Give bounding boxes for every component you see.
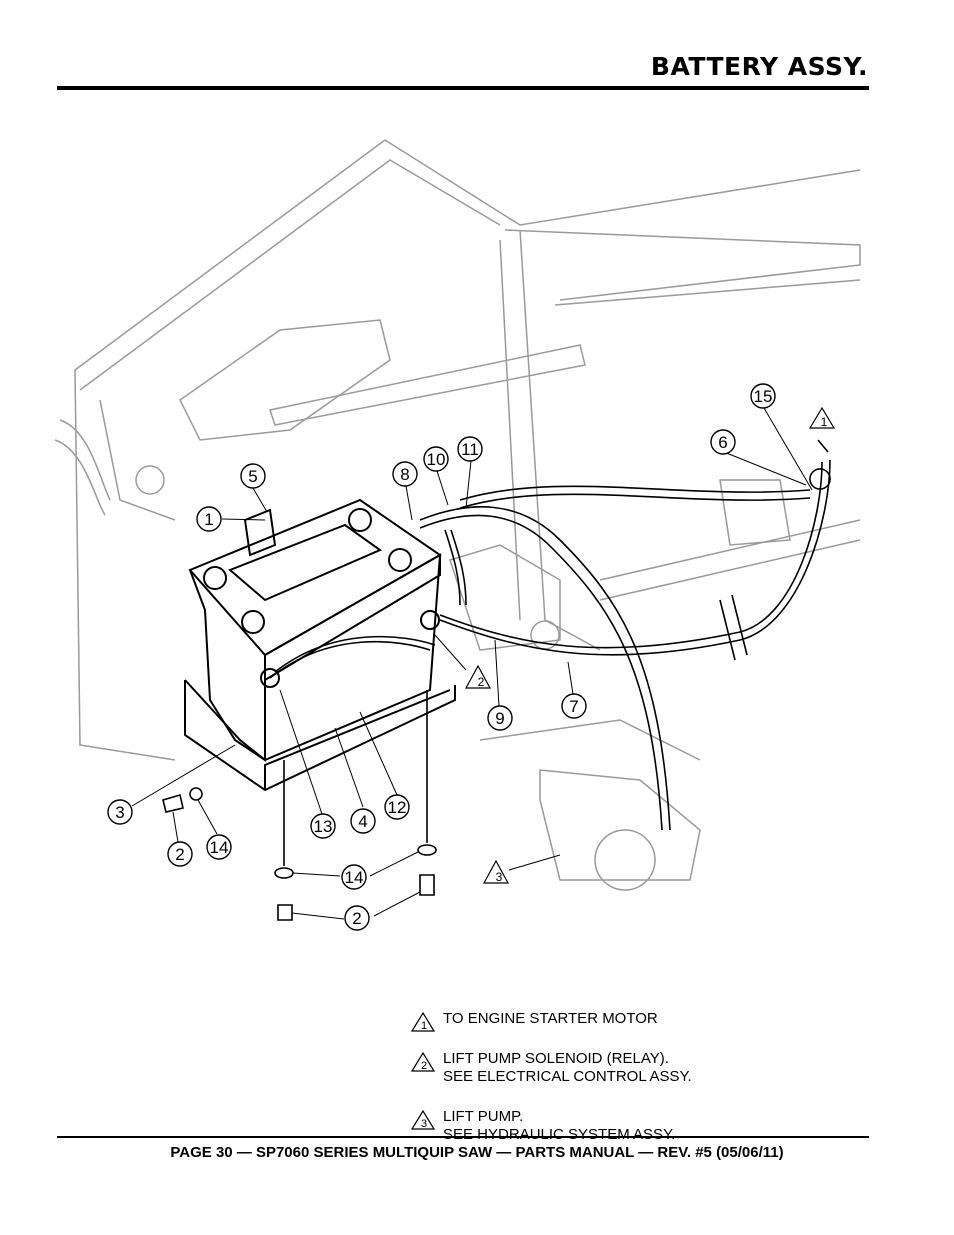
note-2: 2 LIFT PUMP SOLENOID (RELAY). SEE ELECTR… bbox=[411, 1050, 871, 1086]
callout-1 bbox=[196, 506, 222, 532]
callout-label: 1 bbox=[204, 510, 213, 529]
callout-label: 2 bbox=[175, 845, 184, 864]
callout-8 bbox=[392, 461, 418, 487]
flag-triangle-2 bbox=[464, 664, 492, 689]
note-text: TO ENGINE STARTER MOTOR bbox=[443, 1010, 658, 1027]
svg-text:3: 3 bbox=[421, 1118, 427, 1130]
callout-3 bbox=[107, 799, 133, 825]
flag-triangle-1 bbox=[808, 406, 836, 429]
flag-label-2: 2 bbox=[478, 675, 485, 689]
flag-label-3: 3 bbox=[496, 870, 503, 884]
note-text-line2: SEE HYDRAULIC SYSTEM ASSY. bbox=[443, 1126, 676, 1143]
note-triangle-icon: 2 bbox=[411, 1052, 435, 1072]
callout-label: 14 bbox=[345, 868, 364, 887]
battery bbox=[188, 498, 442, 762]
note-3: 3 LIFT PUMP. SEE HYDRAULIC SYSTEM ASSY. bbox=[411, 1108, 871, 1144]
callout-2b bbox=[344, 905, 370, 931]
battery-cables bbox=[269, 439, 831, 831]
page-footer: PAGE 30 — SP7060 SERIES MULTIQUIP SAW — … bbox=[170, 1144, 784, 1161]
callout-15 bbox=[750, 383, 776, 409]
callout-label: 5 bbox=[248, 467, 257, 486]
callout-7 bbox=[561, 693, 587, 719]
callout-label: 6 bbox=[718, 433, 727, 452]
callout-label: 14 bbox=[210, 838, 229, 857]
callout-5 bbox=[240, 463, 266, 489]
callout-label: 9 bbox=[495, 709, 504, 728]
callout-11 bbox=[457, 436, 483, 462]
header-rule bbox=[57, 86, 869, 90]
callout-10 bbox=[423, 446, 449, 472]
callout-label: 7 bbox=[569, 697, 578, 716]
note-1: 1 TO ENGINE STARTER MOTOR bbox=[411, 1010, 871, 1032]
callout-label: 12 bbox=[388, 798, 407, 817]
leader-lines bbox=[131, 407, 813, 920]
battery-tray bbox=[184, 679, 456, 792]
callout-14b bbox=[341, 864, 367, 890]
callout-2a bbox=[167, 841, 193, 867]
callout-label: 3 bbox=[115, 803, 124, 822]
note-text-line2: SEE ELECTRICAL CONTROL ASSY. bbox=[443, 1068, 692, 1085]
hardware-bolts bbox=[162, 690, 437, 921]
flag-triangles bbox=[464, 406, 836, 884]
callout-label: 2 bbox=[352, 909, 361, 928]
callout-9 bbox=[487, 705, 513, 731]
callout-2-hidden: 2 bbox=[0, 0, 1, 1]
callout-12 bbox=[384, 794, 410, 820]
callout-14a bbox=[206, 834, 232, 860]
callout-13 bbox=[310, 813, 336, 839]
flag-triangle-3 bbox=[482, 859, 510, 884]
footer-rule bbox=[57, 1136, 869, 1138]
callout-4 bbox=[350, 808, 376, 834]
svg-text:2: 2 bbox=[421, 1060, 427, 1072]
note-triangle-icon: 1 bbox=[411, 1012, 435, 1032]
svg-text:1: 1 bbox=[421, 1020, 427, 1032]
callout-label: 4 bbox=[358, 812, 367, 831]
callout-label: 15 bbox=[754, 387, 773, 406]
saw-frame bbox=[54, 139, 861, 891]
callout-label: 8 bbox=[400, 465, 409, 484]
note-triangle-icon: 3 bbox=[411, 1110, 435, 1130]
notes-legend: 1 TO ENGINE STARTER MOTOR 2 LIFT PUMP SO… bbox=[411, 1010, 871, 1166]
callout-label: 10 bbox=[427, 450, 446, 469]
callout-label: 13 bbox=[314, 817, 333, 836]
flag-label-1: 1 bbox=[821, 415, 828, 429]
callouts bbox=[107, 383, 776, 931]
callout-label: 11 bbox=[461, 440, 479, 459]
page-title: BATTERY ASSY. bbox=[650, 52, 868, 81]
note-text: LIFT PUMP SOLENOID (RELAY). bbox=[443, 1050, 669, 1067]
callout-6 bbox=[710, 429, 736, 455]
note-text: LIFT PUMP. bbox=[443, 1108, 524, 1125]
